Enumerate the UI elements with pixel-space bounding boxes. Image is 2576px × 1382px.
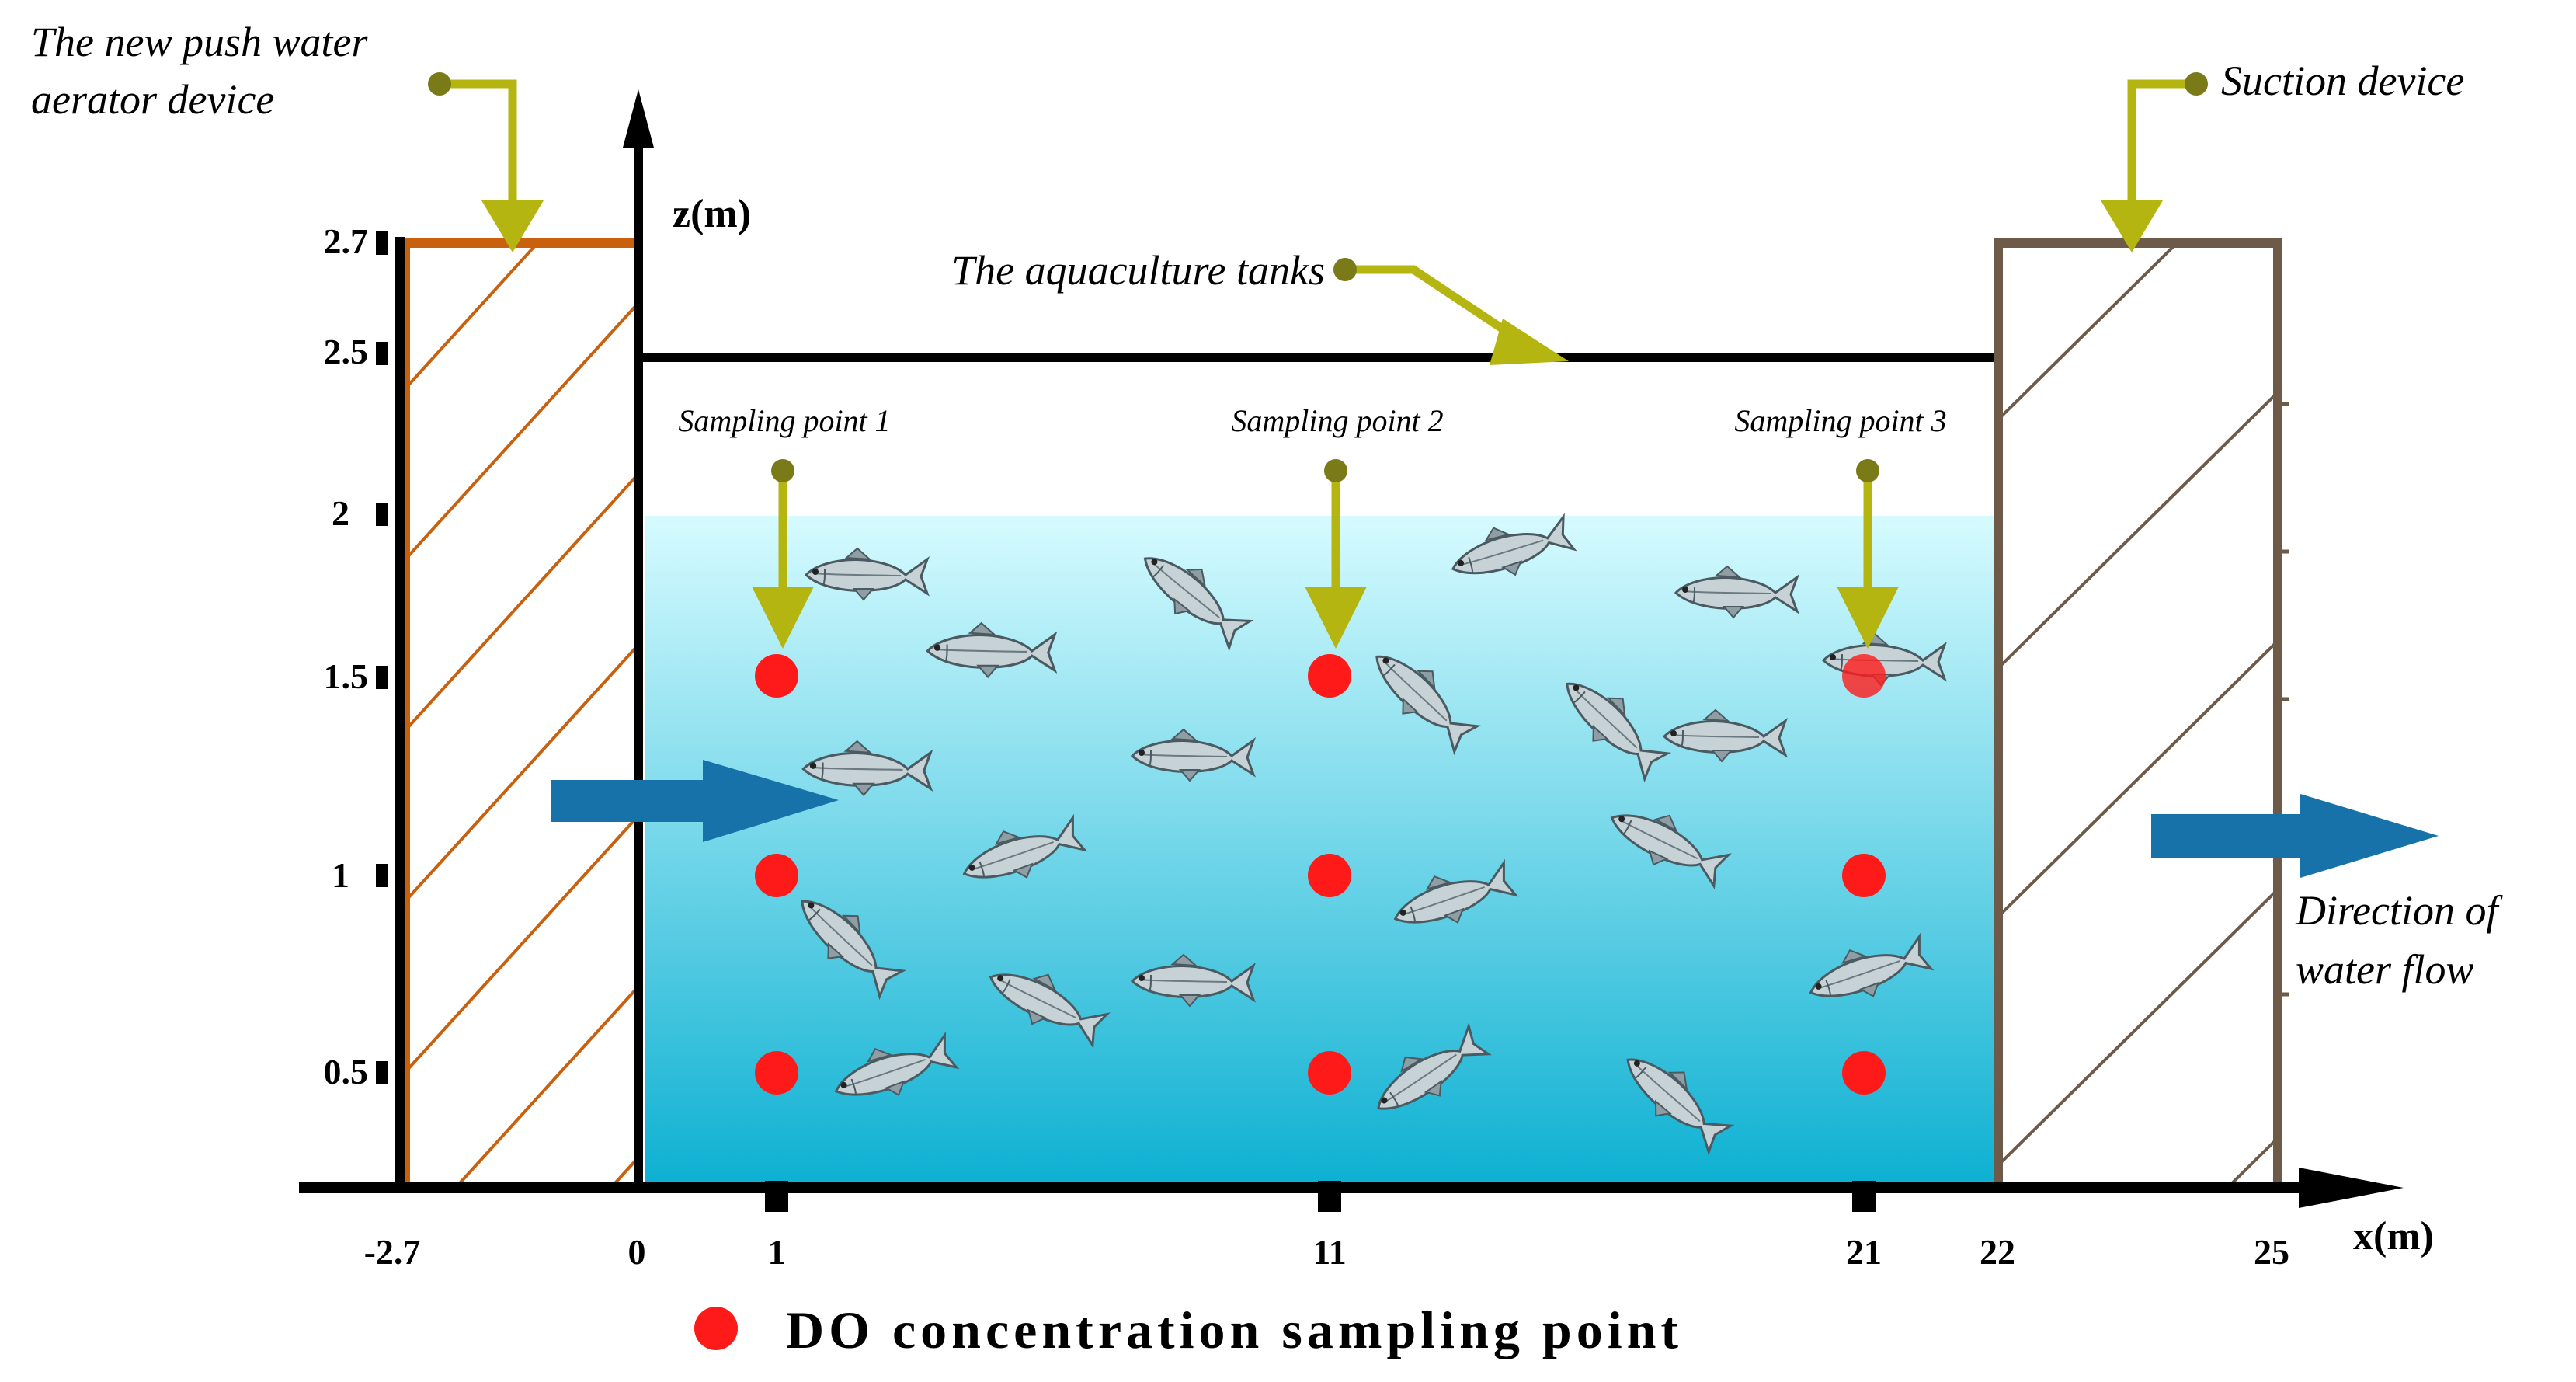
- z-tick-label: 1: [332, 855, 349, 895]
- z-tick-label: 0.5: [324, 1052, 369, 1091]
- sampling-pointers: [752, 459, 1899, 649]
- sample-point: [1308, 854, 1351, 897]
- sample-point: [1308, 654, 1351, 698]
- sample-point: [755, 1051, 798, 1095]
- legend-label: DO concentration sampling point: [786, 1300, 1683, 1359]
- flow-arrow-icon: [551, 760, 839, 842]
- x-tick-label: -2.7: [364, 1232, 421, 1272]
- sample-point: [1842, 1051, 1886, 1095]
- aerator-pointer: [428, 72, 544, 252]
- aerator-label: aerator device: [31, 76, 274, 123]
- legend-sample-point-marker: [694, 1307, 738, 1350]
- aerator-label: The new push water: [31, 19, 368, 65]
- tanks-label: The aquaculture tanks: [951, 247, 1325, 294]
- x-tick-labels: -2.7 0 1 11 21 22 25: [364, 1232, 2289, 1272]
- legend: DO concentration sampling point: [694, 1300, 1683, 1359]
- sample-point: [755, 854, 798, 897]
- flow-label: Direction of: [2295, 887, 2503, 934]
- x-tick-label: 11: [1312, 1232, 1346, 1272]
- x-tick-label: 25: [2254, 1232, 2289, 1272]
- z-axis-arrowhead: [623, 89, 654, 148]
- z-tick-labels: 2.7 2.5 2 1.5 1 0.5: [324, 221, 369, 1091]
- z-tick-label: 2.7: [324, 221, 369, 261]
- sampling-point-label: Sampling point 3: [1734, 403, 1946, 438]
- x-tick-label: 22: [1980, 1232, 2015, 1272]
- pointer-arrow-icon: [1305, 459, 1367, 649]
- z-tick-label: 2: [332, 493, 349, 533]
- suction-device: [1994, 238, 2289, 1192]
- sample-point: [1842, 854, 1886, 897]
- sample-points: [755, 654, 1886, 1095]
- tanks-pointer: [1333, 258, 1569, 365]
- sample-point: [1308, 1051, 1351, 1095]
- suction-label: Suction device: [2221, 57, 2464, 104]
- sample-point: [755, 654, 798, 698]
- x-axis-title: x(m): [2353, 1214, 2434, 1258]
- pointer-arrow-icon: [1837, 459, 1899, 649]
- flow-arrow-icon: [2151, 794, 2439, 878]
- sampling-point-label: Sampling point 1: [678, 403, 890, 438]
- x-ticks: [765, 1181, 1876, 1212]
- x-tick-label: 21: [1846, 1232, 1882, 1272]
- z-tick-label: 2.5: [324, 332, 369, 371]
- z-axis-title: z(m): [673, 192, 751, 236]
- x-tick-label: 0: [628, 1232, 646, 1272]
- z-ticks: [376, 231, 388, 1084]
- pointer-arrow-icon: [752, 459, 814, 649]
- x-tick-label: 1: [768, 1232, 786, 1272]
- suction-pointer: [2101, 72, 2208, 252]
- x-axis-arrowhead: [2299, 1168, 2404, 1208]
- sample-point: [1842, 654, 1886, 698]
- z-tick-label: 1.5: [324, 656, 369, 696]
- sampling-point-label: Sampling point 2: [1231, 403, 1443, 438]
- flow-label: water flow: [2296, 946, 2474, 993]
